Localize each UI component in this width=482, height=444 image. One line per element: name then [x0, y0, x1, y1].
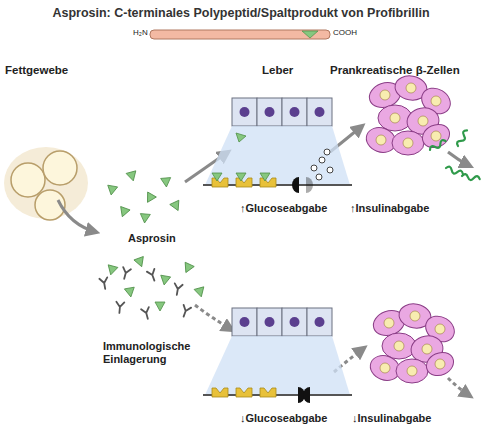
insulin	[462, 174, 481, 182]
antibodies	[147, 269, 158, 282]
liver-top	[324, 149, 330, 155]
beta-cells	[367, 301, 459, 384]
molecule-label: Asprosin	[128, 232, 176, 245]
liver-top	[236, 133, 246, 142]
flow-arrows	[448, 378, 470, 396]
asprosin-molecules	[140, 214, 151, 224]
liver-top	[203, 98, 352, 193]
effect-label: ↓Insulinabgabe	[352, 412, 431, 425]
flow-arrows	[58, 200, 96, 232]
asprosin-molecules	[134, 257, 146, 269]
effect-label: ↓Glucoseabgabe	[240, 412, 327, 425]
antibodies	[180, 305, 191, 318]
liver-top	[292, 177, 299, 193]
insulin	[456, 129, 469, 147]
antibodies	[99, 267, 191, 320]
antibodies	[115, 302, 124, 314]
antibodies	[141, 307, 152, 320]
asprosin-molecules	[143, 192, 156, 205]
column-heading: Prankreatische β-Zellen	[330, 64, 460, 77]
terminus-label: COOH	[333, 28, 357, 37]
effect-label: ↑Insulinabgabe	[350, 202, 429, 215]
liver-top	[260, 173, 270, 181]
liver-top	[327, 167, 333, 173]
flow-arrows	[448, 152, 470, 166]
asprosin-molecules	[106, 185, 117, 196]
liver-top	[306, 177, 313, 193]
asprosin-molecules	[159, 275, 170, 286]
protein-bar	[302, 31, 318, 38]
asprosin-molecules	[118, 207, 130, 219]
beta-cells	[363, 73, 459, 384]
liver-bottom	[303, 387, 310, 403]
liver-bottom	[203, 308, 352, 397]
antibodies	[173, 283, 183, 295]
diagram-title: Asprosin: C-terminales Polypeptid/Spaltp…	[0, 6, 482, 20]
antibodies	[99, 277, 109, 289]
liver-top	[316, 174, 322, 180]
antibodies	[120, 267, 131, 280]
liver-top	[236, 173, 246, 181]
fat-cells	[11, 163, 45, 197]
treatment-label: Immunologische Einlagerung	[103, 340, 207, 365]
fat-cells	[4, 147, 88, 219]
liver-top	[203, 98, 352, 187]
asprosin-molecules	[126, 171, 138, 182]
protein-bar	[150, 30, 330, 39]
asprosin-molecules	[181, 262, 194, 274]
beta-cells	[363, 73, 455, 156]
asprosin-molecules	[161, 178, 172, 188]
liver-bottom	[203, 308, 352, 403]
asprosin-molecules	[194, 287, 206, 298]
liver-top	[212, 173, 222, 181]
asprosin-molecules	[170, 200, 183, 212]
insulin	[445, 166, 464, 177]
insulin	[429, 129, 480, 181]
effect-label: ↑Glucoseabgabe	[240, 202, 327, 215]
liver-top	[319, 157, 325, 163]
asprosin-molecules	[106, 265, 118, 276]
column-heading: Fettgewebe	[5, 64, 68, 77]
liver-top	[311, 165, 317, 171]
fat-cells	[4, 147, 88, 220]
column-heading: Leber	[262, 64, 293, 77]
asprosin-molecules	[155, 302, 165, 311]
terminus-label: H₂N	[133, 28, 148, 37]
flow-arrows	[195, 305, 232, 330]
asprosin-molecules	[124, 287, 135, 298]
asprosin-molecules	[106, 171, 206, 311]
fat-cells	[43, 151, 77, 185]
protein-bar	[150, 30, 330, 39]
insulin	[429, 139, 447, 152]
